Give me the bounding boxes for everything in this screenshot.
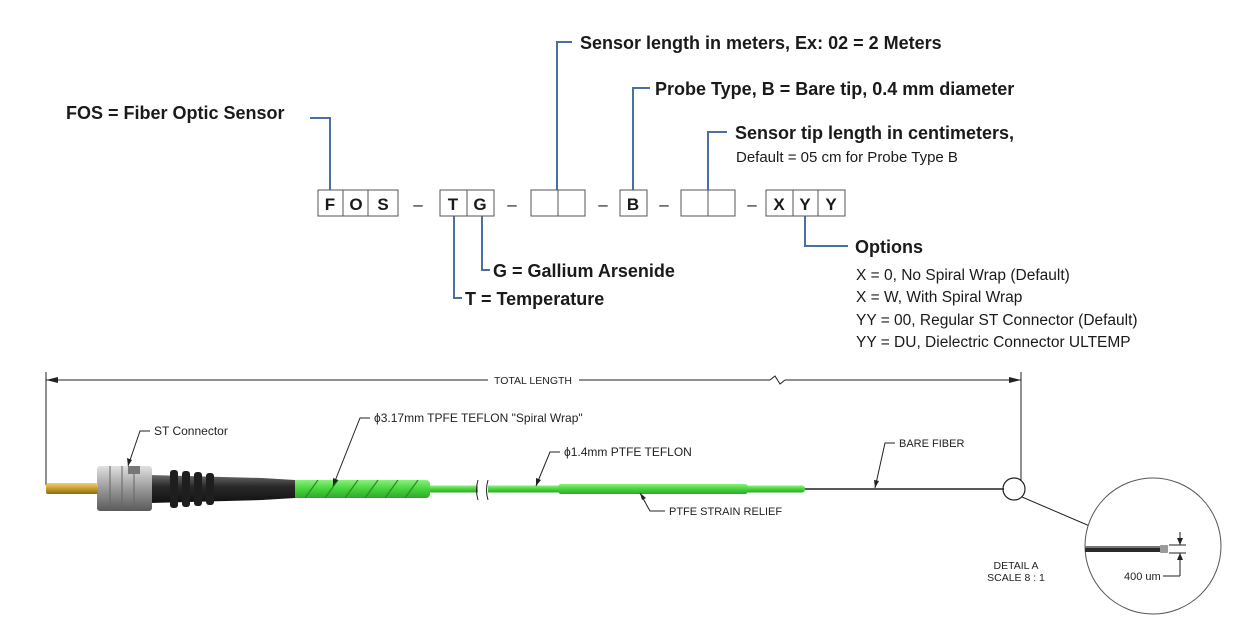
code-box-f — [317, 189, 344, 217]
option-line: YY = 00, Regular ST Connector (Default) — [856, 312, 1138, 329]
code-dash-5: – — [747, 195, 757, 214]
code-box-b — [619, 189, 648, 217]
option-line: YY = DU, Dielectric Connector ULTEMP — [856, 334, 1131, 351]
spiral-wrap-label: ϕ3.17mm TPFE TEFLON "Spiral Wrap" — [374, 411, 583, 425]
gallium-label: G = Gallium Arsenide — [493, 261, 675, 281]
code-letter-o: O — [349, 195, 362, 214]
code-letter-x: X — [773, 195, 785, 214]
drawing-callouts: ST Connector ϕ3.17mm TPFE TEFLON "Spiral… — [127, 411, 964, 518]
strain-relief-label: PTFE STRAIN RELIEF — [669, 506, 782, 518]
temperature-label: T = Temperature — [465, 289, 604, 309]
code-dash-4: – — [659, 195, 669, 214]
code-box-length-1 — [530, 189, 559, 217]
strain-relief — [558, 484, 748, 494]
option-line: X = 0, No Spiral Wrap (Default) — [856, 267, 1070, 284]
bare-fiber-label: BARE FIBER — [899, 438, 964, 450]
detail-a-marker — [1002, 477, 1026, 501]
leader-lines — [310, 41, 848, 299]
code-letter-s: S — [377, 195, 388, 214]
connector-body — [97, 466, 152, 511]
code-letter-t: T — [448, 195, 459, 214]
code-letter-g: G — [473, 195, 486, 214]
code-box-length-2 — [557, 189, 586, 217]
code-box-y2 — [817, 189, 846, 217]
callout-labels: FOS = Fiber Optic Sensor Sensor length i… — [66, 33, 1138, 351]
total-length-label: TOTAL LENGTH — [494, 375, 572, 387]
part-code: F O S – T G – – B – – X Y Y — [317, 189, 846, 217]
probe-type-label: Probe Type, B = Bare tip, 0.4 mm diamete… — [655, 79, 1014, 99]
code-letter-f: F — [325, 195, 335, 214]
code-dash-3: – — [598, 195, 608, 214]
sensor-drawing — [46, 466, 1026, 511]
ptfe-teflon-label: ϕ1.4mm PTFE TEFLON — [564, 445, 692, 459]
code-letter-b: B — [627, 195, 639, 214]
st-connector-label: ST Connector — [154, 424, 228, 438]
code-box-g — [466, 189, 495, 217]
fos-label: FOS = Fiber Optic Sensor — [66, 103, 285, 123]
code-box-s — [367, 189, 399, 217]
detail-a-label: DETAIL A — [994, 560, 1039, 572]
tip-length-default: Default = 05 cm for Probe Type B — [736, 149, 958, 166]
option-line: X = W, With Spiral Wrap — [856, 289, 1022, 306]
brass-ferrule — [46, 483, 98, 494]
sensor-length-label: Sensor length in meters, Ex: 02 = 2 Mete… — [580, 33, 942, 53]
tip-length-title: Sensor tip length in centimeters, — [735, 123, 1014, 143]
code-box-o — [342, 189, 369, 217]
code-letter-y1: Y — [799, 195, 811, 214]
scale-label: SCALE 8 : 1 — [987, 572, 1045, 584]
code-box-tip-2 — [707, 189, 736, 217]
code-box-tip-1 — [680, 189, 709, 217]
code-dash-2: – — [507, 195, 517, 214]
code-box-t — [439, 189, 468, 217]
options-title: Options — [855, 237, 923, 257]
detail-a: 400 um DETAIL A SCALE 8 : 1 — [987, 477, 1222, 615]
code-dash-1: – — [413, 195, 423, 214]
diameter-label: 400 um — [1124, 571, 1161, 583]
code-letter-y2: Y — [825, 195, 837, 214]
total-length-dimension: TOTAL LENGTH — [45, 372, 1022, 485]
